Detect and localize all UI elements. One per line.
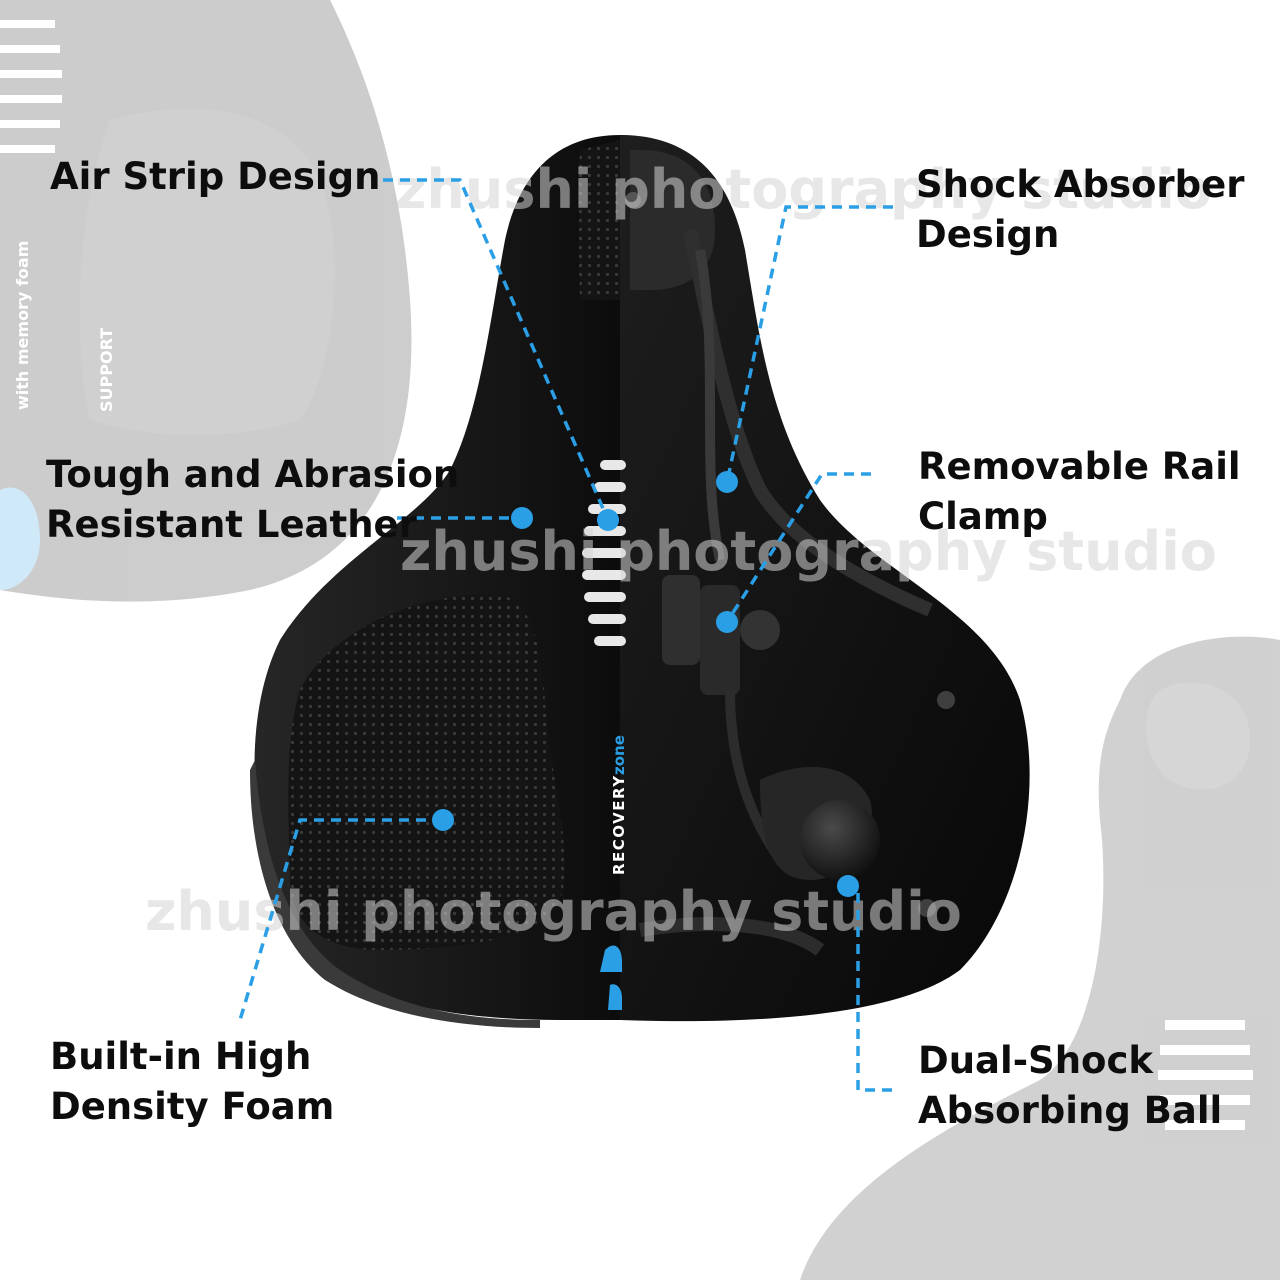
blue-foam-accent [600,945,622,972]
background-saddle-bottom-right [800,636,1280,1280]
callout-line-foam [238,818,443,1021]
background-saddle-top-left: with memory foam SUPPORT [0,0,412,602]
saddle-underside-half [620,135,1030,1022]
brand-zone: zone [610,735,628,775]
label-dual-shock-line1: Dual-Shock [918,1039,1154,1082]
label-removable-rail-line2: Clamp [918,495,1048,538]
label-tough-leather: Tough and Abrasion Resistant Leather [46,450,459,550]
callout-line-shock-absorber [725,205,893,483]
label-dual-shock-line2: Absorbing Ball [918,1089,1223,1132]
saddle-leather-half [250,135,620,1028]
callout-dot-rail-clamp [716,611,738,633]
callout-line-air-strip [383,178,610,521]
label-tough-leather-line2: Resistant Leather [46,503,417,546]
label-shock-absorber-design: Shock Absorber Design [916,160,1244,260]
bg-print-memory-foam: with memory foam [13,241,32,410]
label-dual-shock-ball: Dual-Shock Absorbing Ball [918,1036,1222,1136]
label-removable-rail-clamp: Removable Rail Clamp [918,442,1241,542]
callout-dot-air-strip [597,509,619,531]
callout-dots [432,471,859,897]
air-strip-slots [582,460,626,646]
label-tough-leather-line1: Tough and Abrasion [46,453,460,496]
label-removable-rail-line1: Removable Rail [918,445,1241,488]
callout-dot-foam [432,809,454,831]
bg-print-support: SUPPORT [97,328,116,412]
watermark-top: zhushi photography studio [395,158,1212,221]
label-built-in-foam: Built-in High Density Foam [50,1032,334,1132]
callout-lines [238,178,897,1092]
watermark-middle: zhushi photography studio [400,520,1217,583]
watermark-bottom: zhushi photography studio [145,880,962,943]
label-shock-absorber-line1: Shock Absorber [916,163,1245,206]
brand-print: RECOVERY zone [610,735,628,875]
brand-recovery: RECOVERY [610,774,628,875]
label-built-in-foam-line2: Density Foam [50,1085,335,1128]
callout-dot-shock-absorber [716,471,738,493]
blue-foam-accent-2 [608,984,622,1010]
label-shock-absorber-line2: Design [916,213,1060,256]
label-built-in-foam-line1: Built-in High [50,1035,312,1078]
callout-dot-dual-shock [837,875,859,897]
callout-dot-leather [511,507,533,529]
label-air-strip-design: Air Strip Design [50,152,380,202]
label-air-strip-line1: Air Strip Design [50,155,381,198]
